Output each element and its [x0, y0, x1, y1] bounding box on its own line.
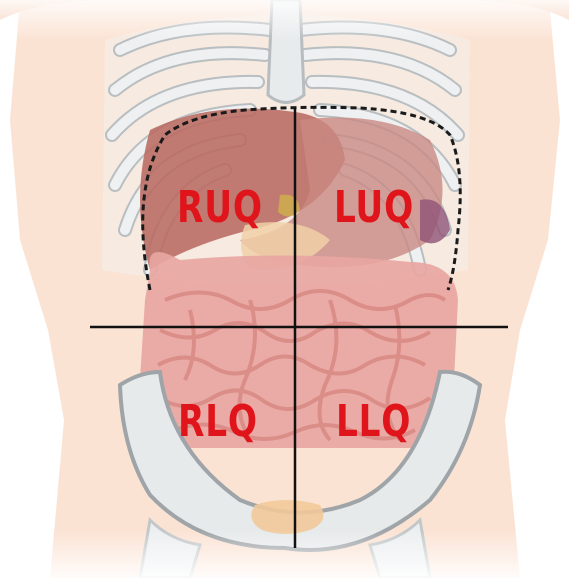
quadrant-label-luq: LUQ — [334, 186, 414, 230]
quadrant-label-llq: LLQ — [336, 400, 411, 444]
quadrant-label-rlq: RLQ — [178, 400, 258, 444]
quadrant-label-ruq: RUQ — [177, 186, 263, 230]
